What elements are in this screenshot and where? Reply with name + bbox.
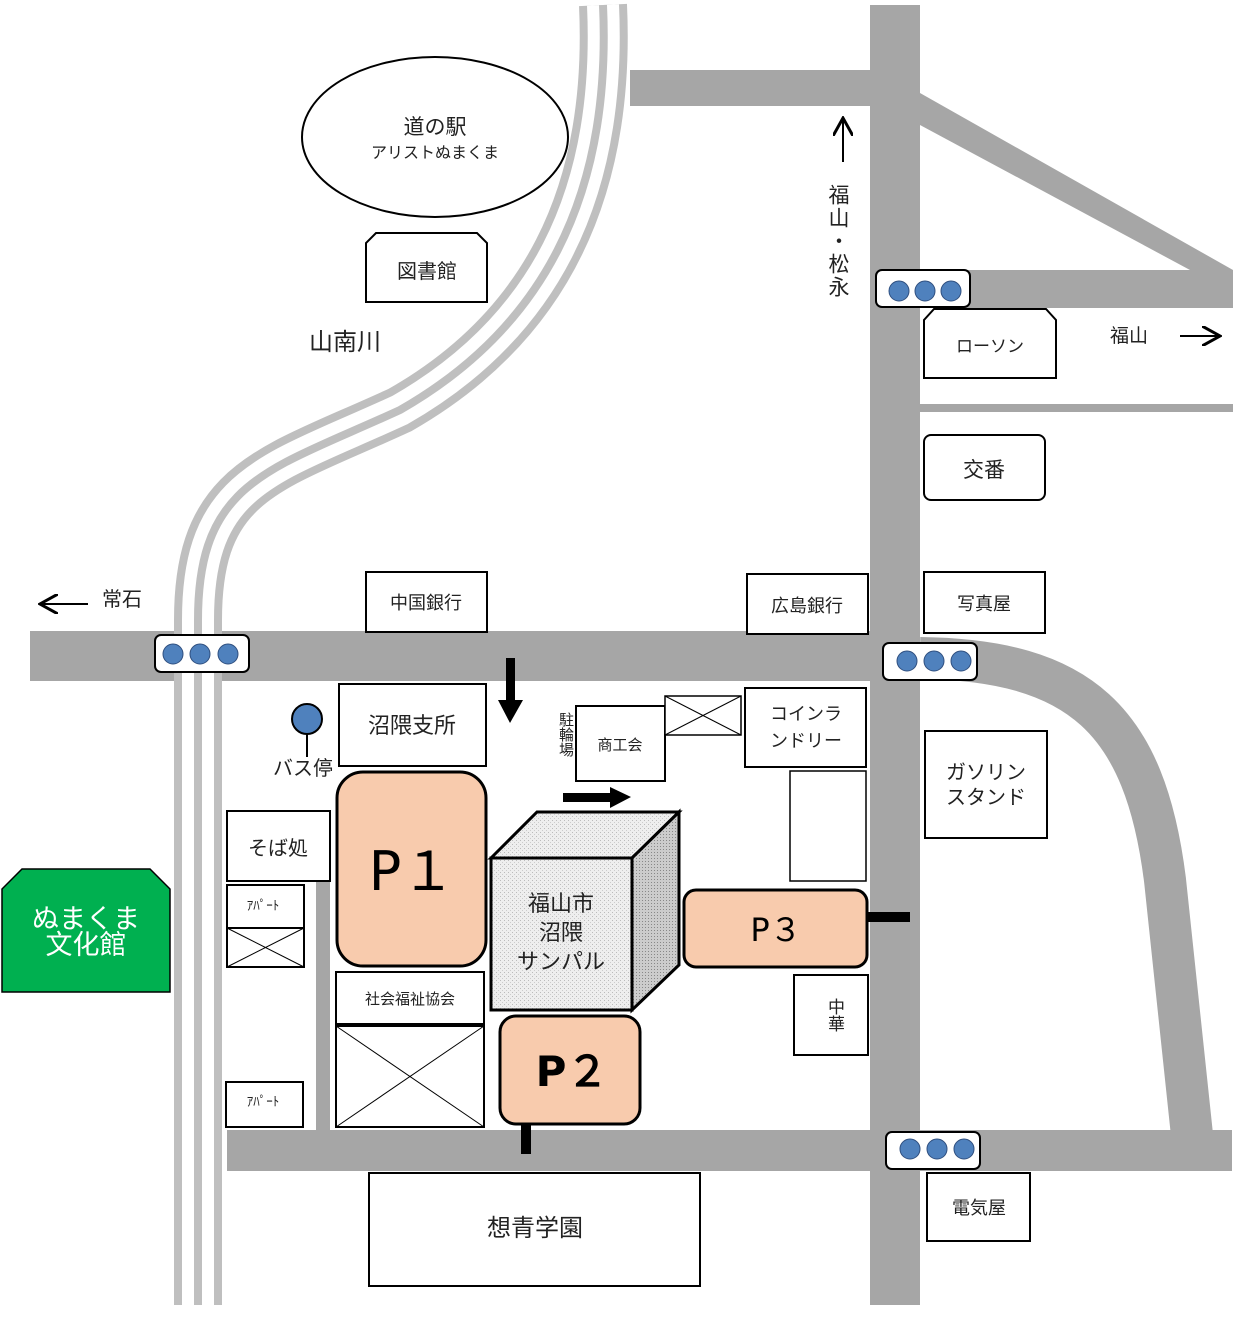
photo-shop-label: 写真屋 — [957, 594, 1011, 615]
chinese-restaurant[interactable] — [793, 974, 869, 1056]
hiroshima-bank-label: 広島銀行 — [771, 596, 843, 617]
apartment[interactable] — [225, 1081, 304, 1128]
photo-shop[interactable] — [923, 571, 1046, 634]
chugoku-bank-label: 中国銀行 — [390, 593, 462, 614]
school[interactable] — [368, 1172, 701, 1287]
culture-hall[interactable] — [1, 868, 171, 993]
chamber-label: 商工会 — [597, 736, 642, 754]
bicycle-parking-label: 駐輪場 — [557, 712, 575, 757]
bus-stop-icon — [291, 703, 323, 735]
chugoku-bank[interactable] — [365, 571, 488, 633]
traffic-signal-icon — [154, 634, 250, 673]
river-label: 山南川 — [309, 328, 381, 356]
lawson[interactable] — [923, 308, 1057, 379]
entry-arrow-icon — [563, 787, 631, 808]
welfare-label: 社会福祉協会 — [365, 990, 455, 1008]
branch-office-label: 沼隈支所 — [368, 714, 456, 739]
parking-p1-label: P１ — [369, 840, 456, 903]
michi-no-eki-label: 道の駅 — [404, 115, 467, 139]
direction-north-label: 福山・松永 — [826, 184, 850, 299]
electric-shop[interactable] — [926, 1172, 1031, 1242]
branch-office[interactable] — [338, 683, 487, 767]
unnamed-building — [789, 770, 867, 882]
vacant-lot — [664, 695, 742, 736]
sanpal-building[interactable] — [487, 808, 683, 1014]
parking-p1[interactable] — [335, 770, 488, 968]
sanpal-label-3: サンパル — [517, 950, 605, 975]
michi-no-eki[interactable] — [301, 56, 569, 218]
michi-no-eki-sublabel: アリストぬまくま — [371, 143, 499, 162]
diagonal-road — [920, 93, 1233, 308]
chamber-of-commerce[interactable] — [575, 705, 666, 782]
vacant-lot — [335, 1025, 485, 1128]
traffic-signal-icon — [885, 1131, 981, 1170]
soba-shop-label: そば処 — [248, 836, 308, 860]
coin-laundry-label-1: コインラ — [770, 704, 842, 725]
traffic-signal-icon — [882, 642, 978, 681]
entry-arrow-icon — [498, 658, 523, 723]
coin-laundry-label-2: ンドリー — [770, 731, 842, 752]
north-road-west — [630, 70, 870, 106]
apartment-label: ｱﾊﾟｰﾄ — [247, 899, 280, 914]
side-lane — [316, 880, 330, 1130]
gas-station[interactable] — [924, 730, 1048, 839]
chinese-restaurant-label: 中華 — [824, 998, 845, 1032]
coin-laundry[interactable] — [744, 687, 867, 768]
hiroshima-bank[interactable] — [746, 573, 869, 635]
east-road — [920, 270, 1233, 308]
direction-east-label: 福山 — [1110, 325, 1148, 347]
soba-shop[interactable] — [226, 810, 331, 882]
south-road — [227, 1130, 1232, 1171]
electric-shop-label: 電気屋 — [952, 1198, 1006, 1219]
welfare-association[interactable] — [335, 971, 485, 1025]
lawson-label: ローソン — [956, 337, 1024, 357]
police-box[interactable] — [923, 434, 1046, 501]
sanpal-label-2: 沼隈 — [539, 921, 583, 946]
parking-p2-label: P２ — [536, 1047, 609, 1096]
culture-hall-label-2: 文化館 — [46, 930, 127, 961]
library[interactable] — [365, 232, 488, 303]
direction-west-label: 常石 — [102, 587, 142, 611]
library-label: 図書館 — [397, 259, 457, 283]
school-label: 想青学園 — [487, 1214, 583, 1242]
traffic-signal-icon — [875, 269, 971, 308]
narrow-east-road — [920, 404, 1233, 412]
parking-p3[interactable] — [682, 888, 869, 969]
parking-p2[interactable] — [498, 1014, 642, 1126]
apartment[interactable] — [226, 884, 305, 968]
curved-road-band — [919, 637, 1213, 1138]
police-box-label: 交番 — [963, 458, 1005, 482]
bus-stop-label: バス停 — [273, 756, 333, 780]
railway — [174, 3, 628, 1305]
apartment-label: ｱﾊﾟｰﾄ — [247, 1095, 280, 1110]
gas-station-label-1: ガソリン — [946, 760, 1026, 784]
gas-station-label-2: スタンド — [946, 785, 1026, 809]
culture-hall-label-1: ぬまくま — [32, 904, 140, 935]
sanpal-label-1: 福山市 — [528, 892, 594, 917]
parking-p3-label: P３ — [750, 911, 801, 949]
